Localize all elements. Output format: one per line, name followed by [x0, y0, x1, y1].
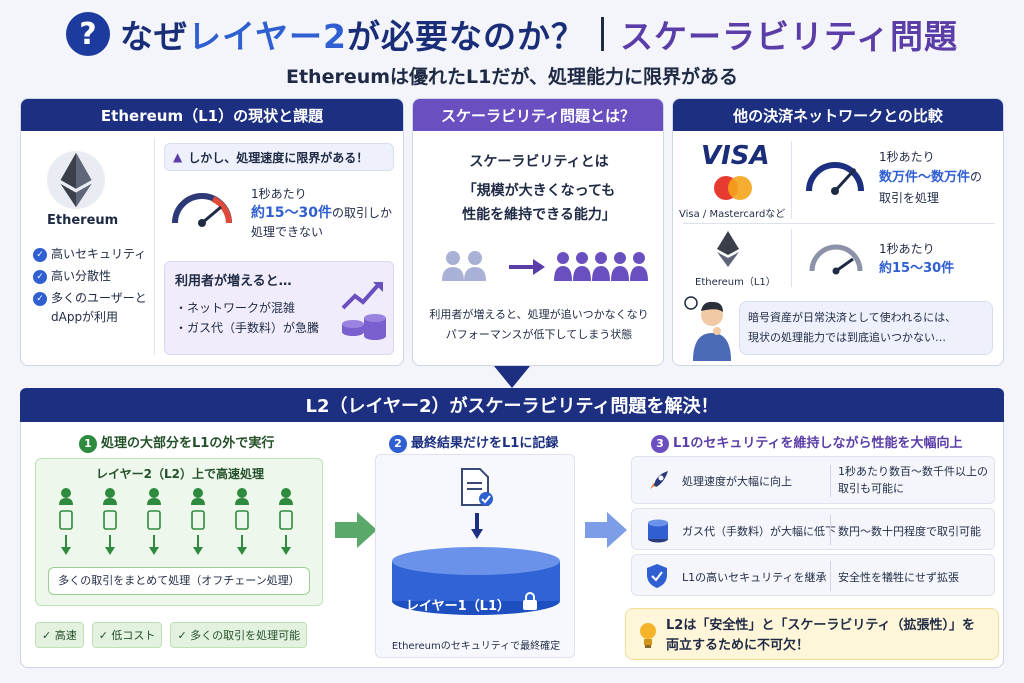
divider [683, 223, 995, 224]
scalability-description: 利用者が増えると、処理が追いつかなくなり パフォーマンスが低下してしまう状態 [429, 308, 649, 341]
check-icon: ✓ [33, 269, 47, 284]
l2-processing-box: レイヤー2（L2）上で高速処理 [35, 458, 323, 606]
arrow-right-blue-icon [585, 512, 627, 552]
rising-coins-icon [339, 280, 389, 352]
visa-speed-text: 1秒あたり 数万件〜数万件の 取引を処理 [879, 150, 983, 205]
thinking-person-icon [683, 293, 741, 365]
page-title-right: スケーラビリティ問題 [619, 17, 958, 56]
benefit-row-speed: 処理速度が大幅に向上 1秒あたり数百〜数千件以上の 取引も可能に [631, 456, 995, 504]
page-subtitle: Ethereumは優れたL1だが、処理能力に限界がある [285, 66, 738, 88]
l1-record-box: レイヤー1（L1） Ethereumのセキュリティで最終確定 [375, 454, 575, 658]
coins-stack-icon [646, 517, 670, 547]
check-icon: ✓ [33, 291, 47, 306]
visa-caption: Visa / Mastercardなど [679, 209, 786, 220]
divider [791, 229, 792, 287]
scalability-definition: 「規模が大きくなっても 性能を維持できる能力」 [462, 183, 616, 223]
panel-heading: スケーラビリティ問題とは？ [413, 99, 663, 131]
title-divider [600, 17, 604, 51]
arrow-down-navy-icon [471, 513, 483, 543]
solution-banner: L2（レイヤー2）がスケーラビリティ問題を解決！ [20, 388, 1004, 422]
benefit-row-security: L1の高いセキュリティを継承 安全性を犠牲にせず拡張 [631, 554, 995, 596]
scalability-intro: スケーラビリティとは [469, 154, 609, 170]
ethereum-small-icon [717, 231, 739, 271]
panel-ethereum-l1: Ethereum（L1）の現状と課題 Ethereum ✓高いセキュリティ ✓高… [20, 98, 404, 366]
document-check-icon [460, 467, 494, 511]
panel-scalability: スケーラビリティ問題とは？ スケーラビリティとは 「規模が大きくなっても 性能を… [412, 98, 664, 366]
lightbulb-icon [638, 621, 658, 653]
lock-icon [522, 591, 538, 615]
title-row: ? なぜレイヤー2が必要なのか？ スケーラビリティ問題 [0, 6, 1024, 62]
mastercard-logo-icon [713, 175, 753, 205]
feature-list: ✓高いセキュリティ ✓高い分散性 ✓多くのユーザーと dAppが利用 [33, 243, 147, 325]
step1-tags: ✓ 高速 ✓ 低コスト ✓ 多くの取引を処理可能 [35, 622, 308, 648]
speech-bubble: 暗号資産が日常決済として使われるには、 現状の処理能力では到底追いつかない… [739, 301, 993, 355]
users-increase-box: 利用者が増えると… ・ネットワークが混雑 ・ガス代（手数料）が急騰 [164, 261, 394, 355]
layer1-label: レイヤー1（L1） [406, 599, 510, 614]
arrow-down-icon [494, 366, 530, 392]
divider [791, 141, 792, 219]
users-phones-icon [58, 487, 304, 565]
warning-box: ▲ しかし、処理速度に限界がある！ [164, 143, 394, 171]
eth-speed-text: 1秒あたり 約15〜30件 [879, 242, 955, 276]
panel-heading: 他の決済ネットワークとの比較 [673, 99, 1003, 131]
tag-fast: ✓ 高速 [35, 622, 84, 648]
page-title: なぜレイヤー2が必要なのか？ [119, 17, 585, 56]
question-icon: ? [65, 12, 110, 56]
divider [154, 139, 155, 355]
speedometer-icon [169, 183, 235, 233]
speedometer-slow-icon [807, 237, 865, 279]
panel-comparison: 他の決済ネットワークとの比較 VISA Visa / Mastercardなど … [672, 98, 1004, 366]
speed-text: 1秒あたり 約15〜30件の取引しか 処理できない [251, 187, 392, 239]
batch-processing-label: 多くの取引をまとめて処理（オフチェーン処理） [48, 567, 310, 595]
benefit-row-gas: ガス代（手数料）が大幅に低下 数円〜数十円程度で取引可能 [631, 508, 995, 550]
many-users-icon [553, 249, 649, 287]
rocket-icon [646, 469, 670, 497]
tag-low-cost: ✓ 低コスト [91, 622, 163, 648]
step2-caption: Ethereumのセキュリティで最終確定 [391, 641, 561, 652]
panel-heading: Ethereum（L1）の現状と課題 [21, 99, 403, 131]
arrow-right-icon [509, 259, 545, 279]
speedometer-fast-icon [803, 151, 867, 199]
ethereum-label: Ethereum [47, 213, 119, 228]
tag-many-transactions: ✓ 多くの取引を処理可能 [170, 622, 308, 648]
conclusion-box: L2は「安全性」と「スケーラビリティ（拡張性）」を 両立するために不可欠！ [625, 608, 999, 660]
check-icon: ✓ [33, 247, 47, 262]
arrow-right-green-icon [335, 512, 377, 552]
shield-icon [646, 563, 668, 593]
warning-icon: ▲ [173, 150, 183, 164]
few-users-icon [441, 249, 487, 287]
visa-logo: VISA [701, 141, 770, 171]
ethereum-logo-icon [47, 145, 105, 219]
ethereum-caption: Ethereum（L1） [695, 277, 776, 288]
